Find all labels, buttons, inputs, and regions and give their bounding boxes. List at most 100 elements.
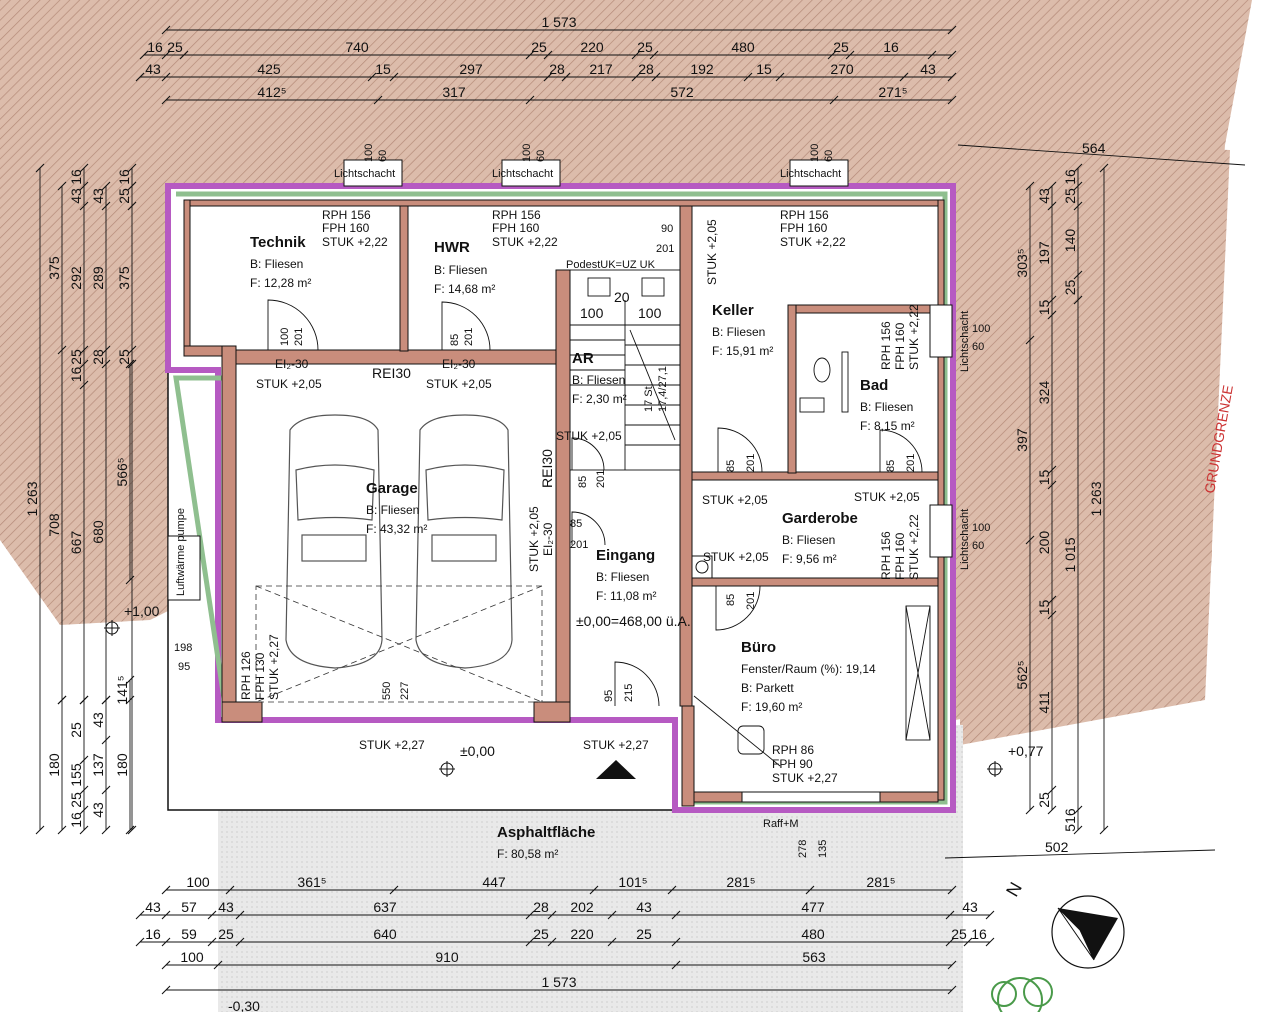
- dim-bot-row3-tick: [525, 937, 535, 947]
- dim-top-row2-tick: [561, 72, 571, 82]
- lichtschacht-4: Lichtschacht: [959, 311, 971, 372]
- door-entry-w: 95: [603, 690, 615, 702]
- stair-d100b: 100: [638, 305, 662, 321]
- svg-text:Garderobe: Garderobe: [782, 510, 858, 527]
- raff-135: 135: [817, 840, 829, 858]
- dim-left-low-b-tick: [79, 755, 89, 765]
- dim-bot-row1-tick: [947, 885, 957, 895]
- dim-bot-row3-tick: [135, 937, 145, 947]
- door-technik-w: 100: [279, 328, 291, 346]
- svg-text:Fenster/Raum (%): 19,14: Fenster/Raum (%): 19,14: [741, 662, 876, 676]
- svg-text:FPH 160: FPH 160: [492, 221, 540, 235]
- svg-text:B: Fliesen: B: Fliesen: [860, 400, 913, 414]
- heat-pump: [167, 535, 201, 601]
- svg-text:STUK +2,05: STUK +2,05: [703, 550, 769, 564]
- dim-right-b-tick: [1047, 610, 1057, 620]
- door-keller-w: 90: [661, 223, 673, 235]
- dim-right-c-label: 1 015: [1062, 537, 1078, 572]
- dim-left-outer-tick: [35, 163, 45, 173]
- svg-text:Keller: Keller: [712, 302, 754, 319]
- dim-bot-row3-tick: [671, 937, 681, 947]
- dim-bot-row3-label: 220: [570, 926, 594, 942]
- dim-top-row1-tick: [927, 50, 937, 60]
- dim-bot-row2-tick: [607, 910, 617, 920]
- dim-top-row3-label: 412⁵: [257, 84, 286, 100]
- rei30-label: REI30: [372, 365, 411, 381]
- dim-left-low-c-label: 43: [90, 802, 106, 818]
- dim-bot-row1-tick: [389, 885, 399, 895]
- dim-bot-row3-label: 16: [971, 926, 987, 942]
- dim-top-row3-label: 271⁵: [878, 84, 907, 100]
- tree-icon: [991, 977, 1053, 1012]
- dim-left-low-c-tick: [101, 695, 111, 705]
- dim-top-row2-label: 43: [920, 61, 936, 77]
- dim-left-b-tick: [79, 380, 89, 390]
- dim-bot-row3-label: 25: [636, 926, 652, 942]
- svg-text:STUK +2,22: STUK +2,22: [907, 514, 921, 580]
- dim-left-d-tick: [57, 181, 67, 191]
- svg-text:B: Fliesen: B: Fliesen: [782, 533, 835, 547]
- dim-bot-row4-tick: [947, 960, 957, 970]
- level-markers: [104, 620, 1003, 779]
- dim-bot-row2-tick: [985, 910, 995, 920]
- dim-right-c-tick: [1073, 825, 1083, 835]
- svg-text:B: Fliesen: B: Fliesen: [434, 263, 487, 277]
- dim-bot-row2-tick: [525, 910, 535, 920]
- svg-text:FPH 160: FPH 160: [322, 221, 370, 235]
- dim-right-a-label: 397: [1014, 428, 1030, 452]
- well2-d60: 60: [535, 150, 547, 162]
- dim-top-row2-tick: [947, 72, 957, 82]
- dim-top-row1-tick: [947, 50, 957, 60]
- svg-text:F: 2,30 m²: F: 2,30 m²: [572, 392, 627, 406]
- terrain-hatch-right: [955, 140, 1230, 745]
- dim-right-b-tick: [1047, 201, 1057, 211]
- dim-right-b-tick: [1047, 480, 1057, 490]
- dim-right-a-tick: [1025, 335, 1035, 345]
- dim-bot-row3-tick: [547, 937, 557, 947]
- door-hwr-h: 201: [463, 328, 475, 346]
- dim-right-a-tick: [1025, 805, 1035, 815]
- dim-right-c-tick: [1073, 805, 1083, 815]
- door-gar-w: 85: [570, 518, 582, 530]
- dim-bot-row2-label: 202: [570, 899, 594, 915]
- well1-d60: 60: [377, 150, 389, 162]
- stuk-bad: STUK +2,05: [854, 490, 920, 504]
- svg-text:STUK +2,27: STUK +2,27: [267, 634, 281, 700]
- svg-text:FPH 160: FPH 160: [780, 221, 828, 235]
- dim-bot-row2-label: 28: [533, 899, 549, 915]
- chimney: [691, 555, 713, 579]
- dim-top-row2-label: 28: [549, 61, 565, 77]
- dim-top-row2-label: 43: [145, 61, 161, 77]
- dim-bot-row2-tick: [235, 910, 245, 920]
- dim-left-a-tick: [127, 345, 137, 355]
- dim-right-c-tick: [1073, 163, 1083, 173]
- dim-bot-row3-tick: [985, 937, 995, 947]
- door-keller2-w: 85: [725, 460, 737, 472]
- dim-bot-row5-tick: [161, 985, 171, 995]
- dim-bot-cut: -0,30: [228, 998, 260, 1012]
- dim-right-b-tick: [1047, 465, 1057, 475]
- lichtschacht-3: Lichtschacht: [780, 168, 841, 180]
- room-garderobe: Garderobe B: Fliesen F: 9,56 m² RPH 156 …: [782, 510, 921, 580]
- room-hwr: RPH 156 FPH 160 STUK +2,22 HWR B: Fliese…: [434, 208, 558, 296]
- dim-left-b-tick: [79, 163, 89, 173]
- dim-right-b-label: 25: [1036, 792, 1052, 808]
- dim-bot-row2-tick: [547, 910, 557, 920]
- dim-bot-row3-tick: [607, 937, 617, 947]
- dim-right-b-label: 411: [1036, 691, 1052, 714]
- dim-left-a-tick: [127, 163, 137, 173]
- door-technik-h: 201: [293, 328, 305, 346]
- dim-top-row2-tick: [161, 72, 171, 82]
- svg-text:RPH 156: RPH 156: [879, 531, 893, 580]
- dim-right-c-tick: [1073, 270, 1083, 280]
- door-keller-h: 201: [656, 243, 674, 255]
- lichtschacht-1: Lichtschacht: [334, 168, 395, 180]
- raff-278: 278: [797, 840, 809, 858]
- dim-bot-row2-tick: [135, 910, 145, 920]
- dim-bot-row2-tick: [945, 910, 955, 920]
- dim-left-low-b-tick: [79, 695, 89, 705]
- dim-bot-row3-tick: [963, 937, 973, 947]
- stair-d100a: 100: [580, 305, 604, 321]
- well2-d100: 100: [521, 144, 533, 162]
